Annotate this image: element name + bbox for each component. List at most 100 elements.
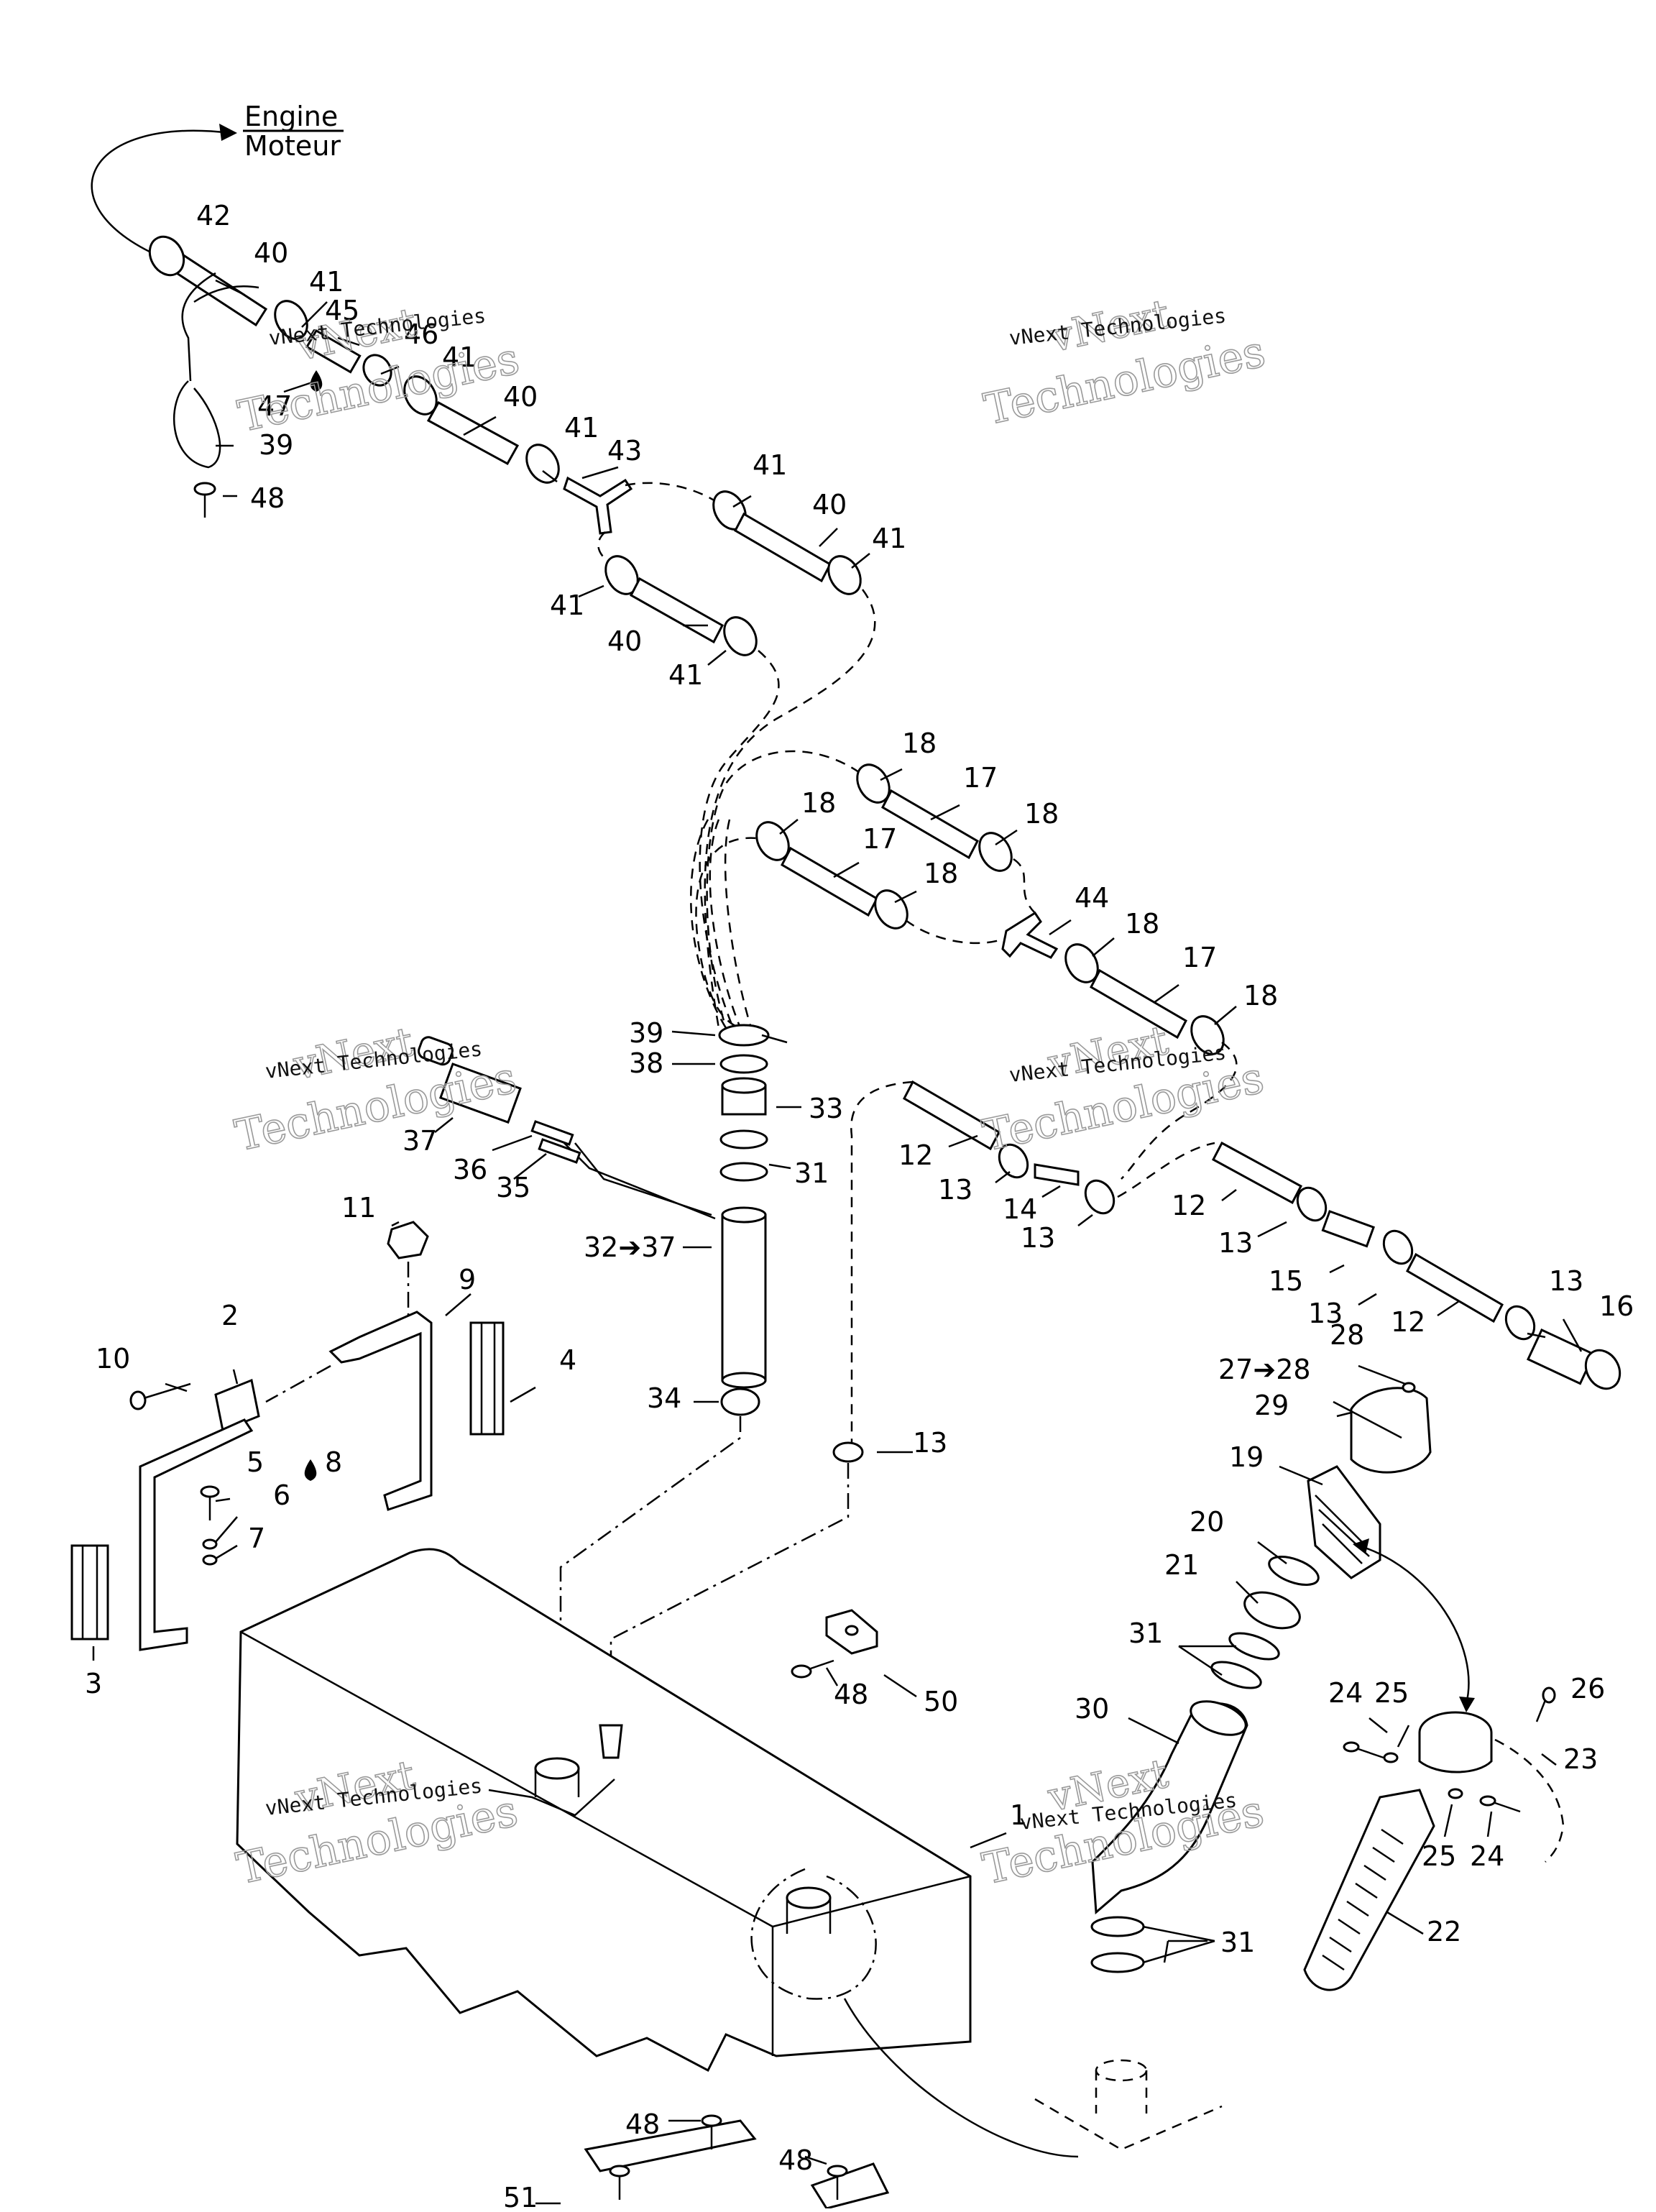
fitting-45 bbox=[305, 329, 362, 374]
part-label: 17 bbox=[862, 823, 897, 855]
channel-3 bbox=[70, 1544, 109, 1640]
part-label: 14 bbox=[1003, 1193, 1037, 1225]
part-label: 18 bbox=[801, 787, 836, 819]
clamp-31-f bbox=[1090, 1952, 1145, 1973]
destination-line2: Moteur bbox=[244, 130, 341, 162]
clamp-18-f bbox=[1190, 1015, 1225, 1055]
part-label: 41 bbox=[564, 412, 599, 444]
part-label: 46 bbox=[404, 318, 438, 350]
part-label: 23 bbox=[1563, 1743, 1598, 1775]
check-valve-46 bbox=[362, 354, 392, 387]
bracket-2 bbox=[214, 1378, 260, 1433]
part-label: 25 bbox=[1374, 1677, 1409, 1709]
screw-24-a bbox=[1343, 1741, 1384, 1759]
filler-hose-30 bbox=[1091, 1702, 1248, 1915]
clamp-31-d bbox=[1210, 1661, 1262, 1689]
clamp-13-d bbox=[1382, 1229, 1414, 1265]
part-label: 19 bbox=[1229, 1441, 1264, 1473]
mounting-hardware bbox=[70, 1221, 505, 1651]
tie-strap-39-tail bbox=[181, 272, 216, 382]
part-label: 39 bbox=[259, 429, 293, 461]
part-label: 7 bbox=[248, 1523, 265, 1554]
tank-neck-b bbox=[786, 1886, 832, 1909]
terminal-36 bbox=[530, 1120, 574, 1146]
part-label: 18 bbox=[1024, 798, 1059, 830]
strainer-34 bbox=[720, 1387, 760, 1416]
part-label: 39 bbox=[629, 1017, 663, 1049]
fitting-15 bbox=[1321, 1210, 1376, 1248]
part-label: 48 bbox=[834, 1679, 868, 1710]
screw-48-b bbox=[791, 1659, 834, 1679]
clamp-38 bbox=[719, 1054, 768, 1074]
part-label: 21 bbox=[1164, 1549, 1199, 1581]
cap-29 bbox=[1350, 1387, 1432, 1474]
clamp-39 bbox=[718, 1024, 770, 1047]
clamp-41-b bbox=[403, 375, 438, 416]
part-label: 42 bbox=[196, 200, 231, 231]
clamp-13-e bbox=[1504, 1305, 1536, 1341]
hose-17-a bbox=[881, 789, 979, 860]
clamp-18-d bbox=[874, 889, 908, 930]
part-label: 2 bbox=[221, 1300, 239, 1331]
fuel-pump-32 bbox=[721, 1213, 767, 1382]
part-label: 31 bbox=[1220, 1927, 1255, 1958]
fitting-14 bbox=[1034, 1163, 1080, 1186]
clamp-41-e bbox=[827, 555, 862, 595]
part-label: 41 bbox=[550, 589, 584, 621]
part-label: 32➔37 bbox=[584, 1231, 676, 1263]
support-51-b bbox=[810, 2162, 890, 2210]
part-label: 45 bbox=[325, 295, 359, 326]
part-label: 50 bbox=[924, 1686, 958, 1717]
part-label: 24 bbox=[1328, 1677, 1363, 1709]
clamp-42 bbox=[148, 235, 185, 277]
washer-25-b bbox=[1448, 1788, 1463, 1799]
part-label: 40 bbox=[254, 237, 288, 269]
clamp-41-c bbox=[525, 444, 560, 484]
clamp-13-a bbox=[998, 1143, 1029, 1179]
y-fitting-44 bbox=[1001, 911, 1059, 959]
part-label: 3 bbox=[85, 1668, 102, 1699]
upper-vent-hoses bbox=[148, 235, 876, 1029]
washer-7 bbox=[202, 1554, 218, 1566]
part-label: 17 bbox=[963, 762, 998, 794]
part-label: 48 bbox=[625, 2108, 660, 2140]
washer-25-a bbox=[1383, 1752, 1399, 1763]
y-fitting-43 bbox=[563, 476, 633, 535]
part-label: 40 bbox=[607, 625, 642, 657]
part-label: 13 bbox=[913, 1427, 947, 1459]
bellows-22 bbox=[1303, 1789, 1435, 1991]
screw-48-icon bbox=[193, 482, 216, 518]
watermark-b: vNext Technologies bbox=[980, 290, 1271, 436]
part-label: 4 bbox=[559, 1344, 576, 1376]
gasket-28 bbox=[1402, 1382, 1416, 1393]
part-label: 48 bbox=[250, 482, 285, 514]
part-label: 18 bbox=[1125, 908, 1159, 940]
clamp-18-c bbox=[755, 821, 790, 861]
screw-24-b bbox=[1479, 1795, 1521, 1813]
part-label: 22 bbox=[1427, 1916, 1461, 1947]
clamp-31-e bbox=[1090, 1916, 1145, 1937]
part-label: 18 bbox=[902, 728, 937, 759]
clamp-18-e bbox=[1064, 943, 1099, 983]
part-label: 41 bbox=[668, 659, 703, 691]
engine-destination: Engine Moteur bbox=[91, 101, 344, 260]
part-label: 1 bbox=[1010, 1799, 1027, 1831]
part-label: 37 bbox=[402, 1125, 437, 1157]
part-label: 12 bbox=[1172, 1190, 1206, 1221]
screw-48-e bbox=[609, 2165, 630, 2200]
part-label: 31 bbox=[1128, 1617, 1163, 1649]
part-label: 16 bbox=[1599, 1290, 1634, 1322]
hose-17-c bbox=[1090, 968, 1187, 1040]
part-label: 6 bbox=[273, 1479, 290, 1511]
part-label: 18 bbox=[1243, 980, 1278, 1011]
clamp-13-b bbox=[1084, 1179, 1116, 1215]
connector-37 bbox=[438, 1063, 522, 1124]
part-label: 12 bbox=[1391, 1306, 1425, 1338]
part-label: 51 bbox=[503, 2182, 538, 2208]
watermark-c: vNext Technologies bbox=[230, 1018, 521, 1162]
clamp-31-a bbox=[719, 1129, 768, 1149]
tie-strap-39 bbox=[173, 380, 221, 469]
valve-16 bbox=[1526, 1328, 1596, 1385]
hose-40-second bbox=[426, 400, 520, 466]
part-label: 13 bbox=[938, 1174, 972, 1206]
